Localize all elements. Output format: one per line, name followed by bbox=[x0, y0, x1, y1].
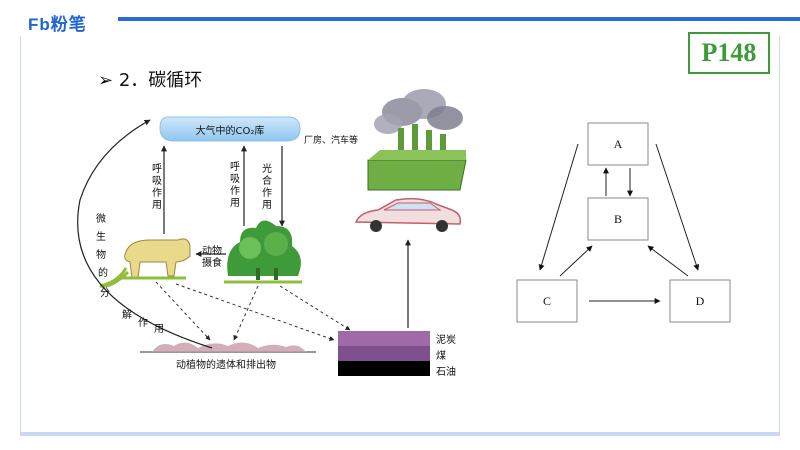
abcd-arrows bbox=[538, 143, 700, 304]
animal-feeding-label: 动物摄食 bbox=[202, 244, 222, 269]
respiration-plant-label: 呼吸 作用 bbox=[230, 161, 243, 209]
microbe-decomp-label: 微生 物的 分解 作用 bbox=[96, 212, 164, 335]
node-c bbox=[516, 279, 578, 323]
photosynthesis-label: 光合 作用 bbox=[262, 162, 275, 211]
node-d-label: D bbox=[696, 294, 705, 308]
section-title: ➢ 2．碳循环 bbox=[98, 66, 202, 92]
remains-label: 动植物的遗体和排出物 bbox=[176, 358, 276, 371]
oil-label: 石油 bbox=[436, 365, 456, 378]
remains-strip: 动植物的遗体和排出物 bbox=[140, 342, 316, 371]
carbon-flow-arrows bbox=[77, 119, 411, 349]
section-bullet: ➢ bbox=[98, 70, 114, 91]
decomposition-arrows bbox=[155, 281, 351, 341]
brand-logo: Fb粉笔 bbox=[28, 15, 87, 34]
coal-label: 煤 bbox=[436, 349, 446, 362]
node-a bbox=[587, 122, 649, 166]
fossil-fuel-layers: 泥炭 煤 石油 bbox=[338, 331, 456, 378]
atmosphere-cloud: 大气中的CO₂库 bbox=[159, 116, 301, 142]
factory-car-label: 厂房、汽车等 bbox=[304, 134, 358, 146]
frame-bottom-rule bbox=[20, 432, 780, 436]
peat-label: 泥炭 bbox=[436, 333, 456, 346]
respiration-animal-label: 呼吸 作用 bbox=[152, 163, 165, 211]
abcd-diagram: A B C D bbox=[516, 122, 731, 323]
section-title-text: 2．碳循环 bbox=[118, 70, 203, 91]
node-c-label: C bbox=[543, 294, 551, 308]
atmosphere-label: 大气中的CO₂库 bbox=[196, 124, 265, 137]
header-rule bbox=[118, 17, 800, 21]
trees-image bbox=[224, 220, 302, 284]
node-b bbox=[587, 197, 649, 241]
page-tag: P148 bbox=[688, 32, 770, 74]
cow-image bbox=[99, 238, 191, 288]
node-a-label: A bbox=[614, 137, 623, 151]
carbon-cycle-diagram: 大气中的CO₂库 厂房、汽车等 bbox=[77, 89, 467, 378]
node-b-label: B bbox=[614, 212, 622, 226]
node-d bbox=[669, 279, 731, 323]
car-image bbox=[354, 197, 462, 232]
top-bar: Fb粉笔 bbox=[0, 0, 800, 40]
factory-image bbox=[367, 89, 467, 191]
